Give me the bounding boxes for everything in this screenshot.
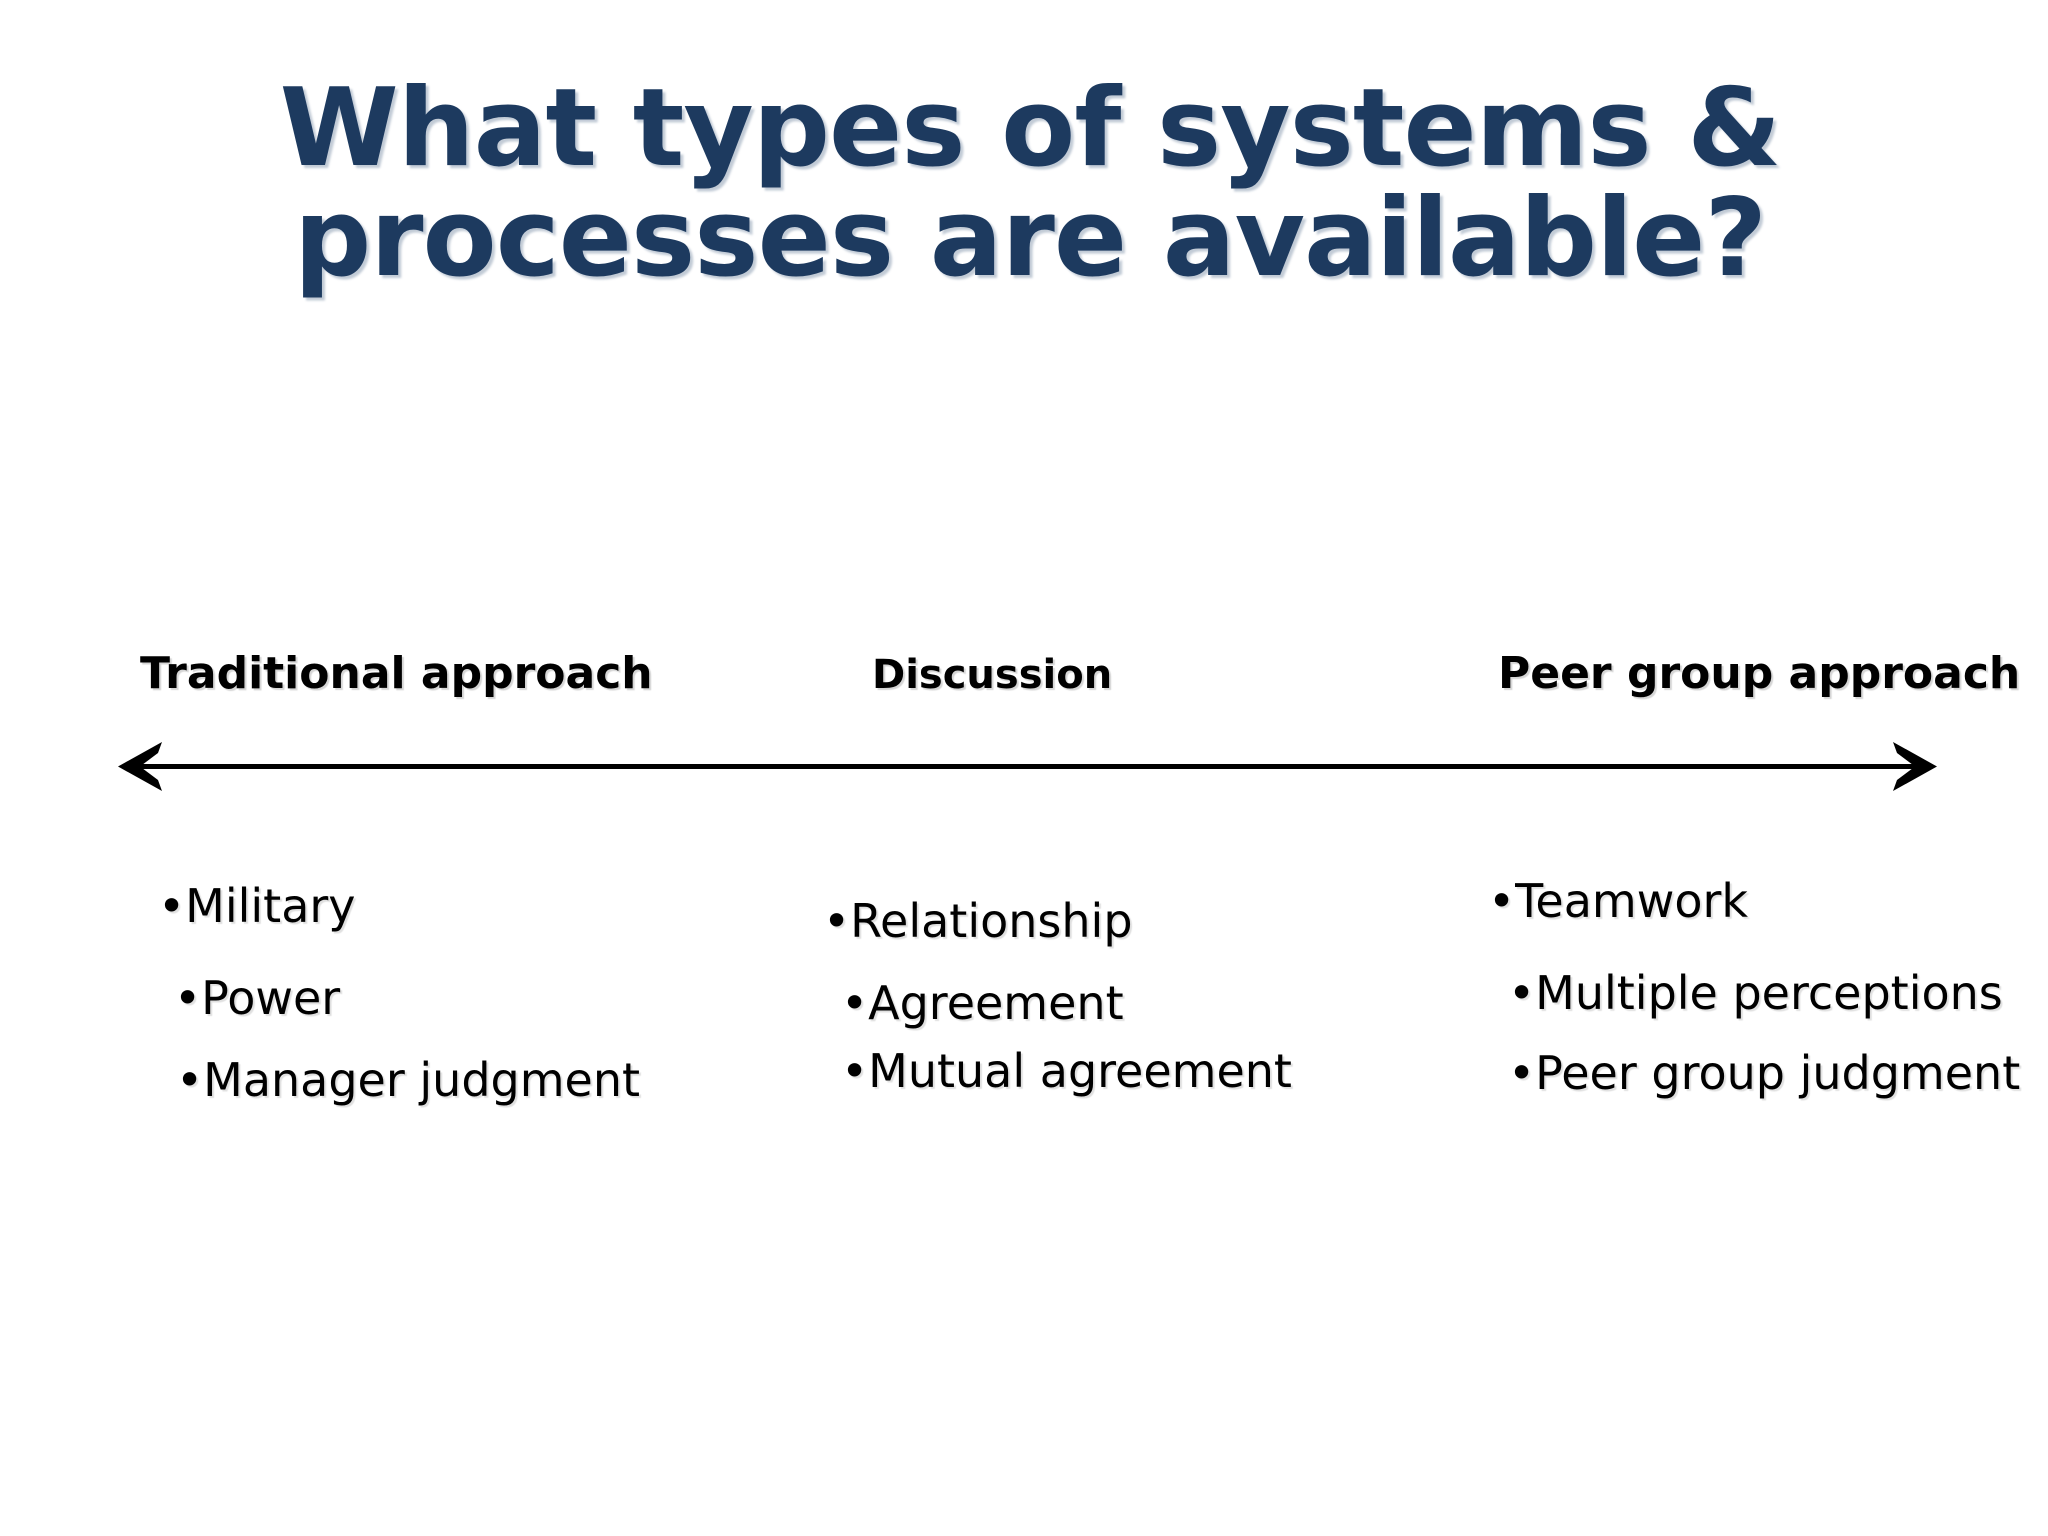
list-item: •Manager judgment (176, 1054, 770, 1106)
list-item-label: Manager judgment (203, 1053, 641, 1107)
list-item-label: Power (201, 971, 341, 1025)
bullet-dot-icon: • (158, 879, 186, 933)
bullet-list-discussion: •Relationship •Agreement •Mutual agreeme… (815, 895, 1435, 1097)
page-title: What types of systems & processes are av… (160, 74, 1900, 294)
double-headed-arrow (110, 735, 1945, 805)
bullet-dot-icon: • (1508, 1046, 1536, 1100)
list-item-label: Mutual agreement (868, 1044, 1292, 1098)
list-item-label: Peer group judgment (1535, 1046, 2021, 1100)
column-header-discussion: Discussion (872, 652, 1113, 698)
arrow-head-left (118, 742, 162, 791)
bullet-dot-icon: • (1488, 874, 1516, 928)
list-item: •Multiple perceptions (1508, 967, 2040, 1019)
list-item: •Peer group judgment (1508, 1047, 2040, 1099)
list-item: •Power (174, 972, 770, 1024)
list-item: •Agreement (841, 977, 1435, 1029)
bullet-dot-icon: • (841, 1044, 869, 1098)
list-item-label: Military (185, 879, 356, 933)
bullet-dot-icon: • (1508, 966, 1536, 1020)
bullet-dot-icon: • (823, 894, 851, 948)
bullet-dot-icon: • (841, 976, 869, 1030)
title-line-1: What types of systems & (279, 66, 1782, 191)
arrow-shaft (130, 764, 1925, 769)
bullet-dot-icon: • (174, 971, 202, 1025)
list-item-label: Relationship (850, 894, 1133, 948)
list-item: •Relationship (823, 895, 1435, 947)
list-item: •Mutual agreement (841, 1045, 1435, 1097)
column-header-traditional-approach: Traditional approach (140, 648, 653, 699)
list-item-label: Teamwork (1515, 874, 1749, 928)
list-item: •Teamwork (1488, 875, 2040, 927)
column-header-peer-group-approach: Peer group approach (1498, 648, 2021, 699)
bullet-dot-icon: • (176, 1053, 204, 1107)
arrow-head-right (1893, 742, 1937, 791)
bullet-list-traditional-approach: •Military •Power •Manager judgment (150, 880, 770, 1106)
bullet-list-peer-group-approach: •Teamwork •Multiple perceptions •Peer gr… (1480, 875, 2040, 1099)
list-item-label: Agreement (868, 976, 1124, 1030)
list-item-label: Multiple perceptions (1535, 966, 2003, 1020)
title-line-2: processes are available? (293, 176, 1767, 301)
list-item: •Military (158, 880, 770, 932)
